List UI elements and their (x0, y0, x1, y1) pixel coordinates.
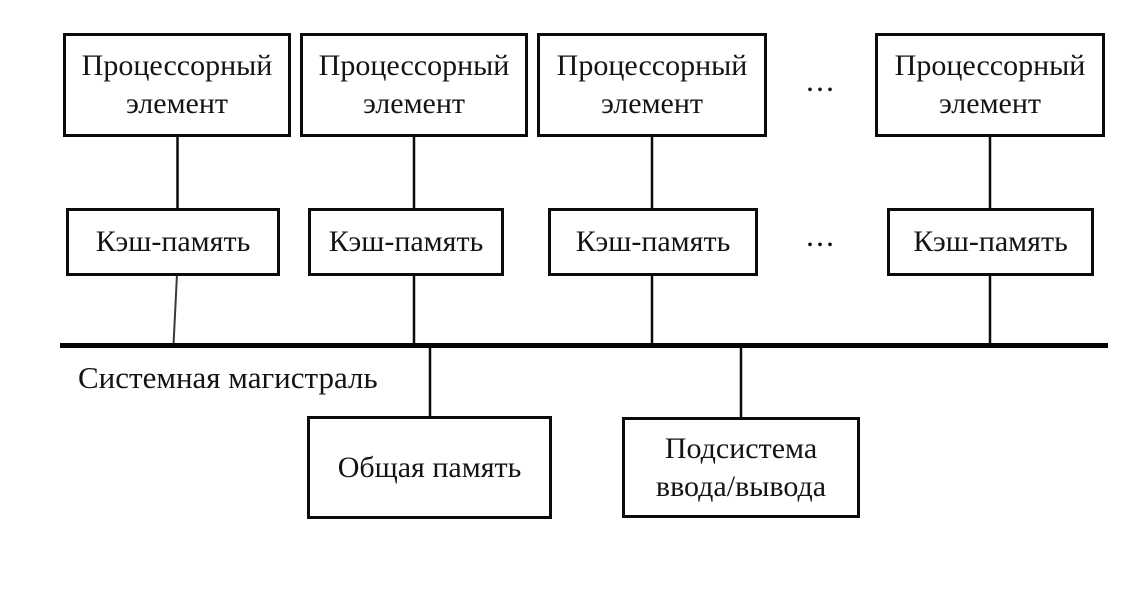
processor-element-label-line2: элемент (938, 87, 1042, 120)
connector-cache1-bus (172, 273, 178, 346)
processor-element-label-line1: Процессорный (81, 49, 273, 82)
processor-element-label-line1: Процессорный (556, 49, 748, 82)
cache-memory-box-3: Кэш-память (548, 208, 758, 276)
cache-memory-box-1: Кэш-память (66, 208, 280, 276)
processor-element-label-line2: элемент (362, 87, 466, 120)
cache-memory-label: Кэш-память (328, 225, 484, 258)
processor-element-box-4: Процессорный элемент (875, 33, 1105, 137)
processor-element-label-line1: Процессорный (318, 49, 510, 82)
ellipsis-cache-row: ... (806, 217, 836, 253)
cache-memory-label: Кэш-память (575, 225, 731, 258)
processor-element-label-line1: Процессорный (894, 49, 1086, 82)
processor-element-box-2: Процессорный элемент (300, 33, 528, 137)
processor-element-box-3: Процессорный элемент (537, 33, 767, 137)
io-subsystem-box: Подсистема ввода/вывода (622, 417, 860, 518)
shared-memory-box: Общая память (307, 416, 552, 519)
system-bus-label: Системная магистраль (78, 360, 378, 395)
cache-memory-box-2: Кэш-память (308, 208, 504, 276)
cache-memory-label: Кэш-память (95, 225, 251, 258)
processor-element-label-line2: элемент (600, 87, 704, 120)
io-subsystem-label-line2: ввода/вывода (655, 469, 827, 503)
io-subsystem-label-line1: Подсистема (664, 431, 818, 465)
cache-memory-box-4: Кэш-память (887, 208, 1094, 276)
shared-memory-label: Общая память (337, 450, 522, 484)
processor-element-label-line2: элемент (125, 87, 229, 120)
ellipsis-processor-row: ... (806, 62, 836, 98)
cache-memory-label: Кэш-память (913, 225, 1068, 258)
processor-element-box-1: Процессорный элемент (63, 33, 291, 137)
